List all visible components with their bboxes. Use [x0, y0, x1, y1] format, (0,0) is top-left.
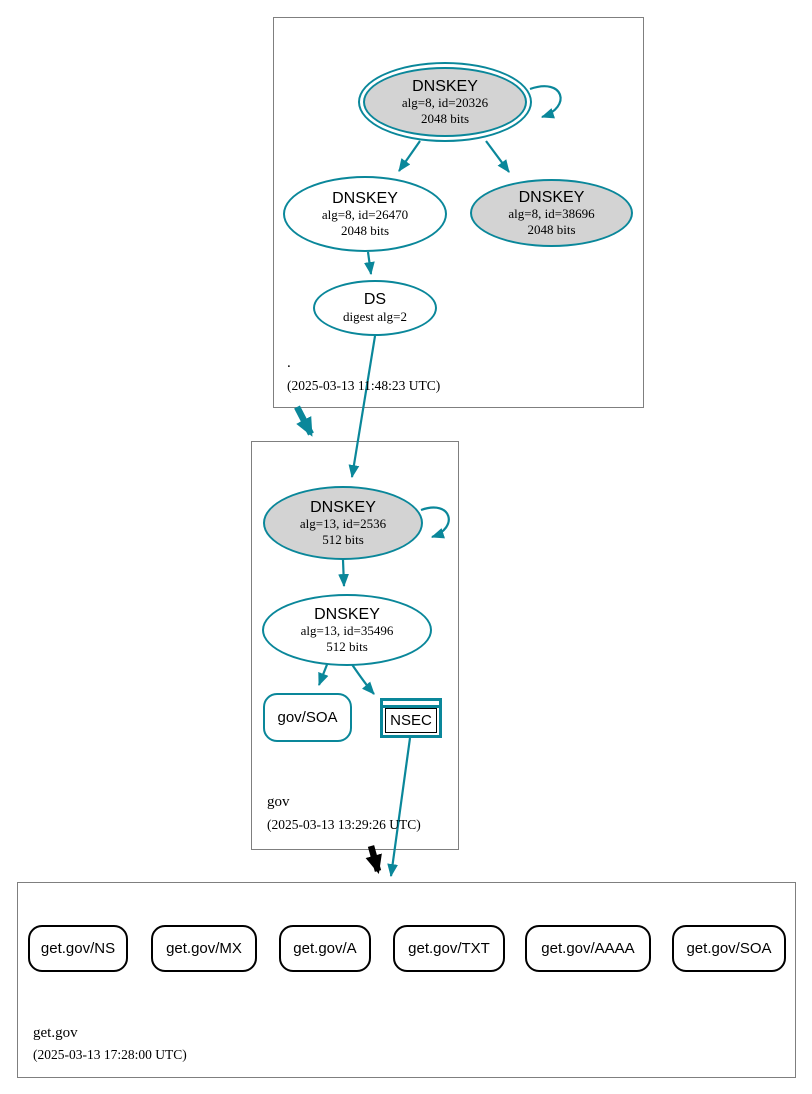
edge-delegation-root-to-gov — [294, 405, 314, 437]
node-label: get.gov/A — [293, 940, 357, 957]
node-detail: alg=8, id=26470 — [321, 207, 409, 223]
node-detail: alg=13, id=35496 — [300, 623, 394, 639]
edge-root-ksk-selfloop — [529, 85, 562, 119]
edge-delegation-gov-to-getgov — [365, 845, 382, 875]
node-detail: digest alg=2 — [342, 309, 408, 324]
edge-nsec-to-getgov — [387, 737, 412, 878]
node-detail: alg=8, id=38696 — [508, 206, 595, 222]
node-gov-nsec[interactable]: NSEC — [380, 698, 442, 738]
node-getgov-aaaa[interactable]: get.gov/AAAA — [525, 925, 651, 972]
node-gov-dnskey-ksk[interactable]: DNSKEY alg=13, id=2536 512 bits — [263, 486, 423, 560]
node-detail: 2048 bits — [527, 221, 576, 237]
node-getgov-mx[interactable]: get.gov/MX — [151, 925, 257, 972]
node-getgov-a[interactable]: get.gov/A — [279, 925, 371, 972]
node-detail: alg=8, id=20326 — [401, 95, 489, 111]
node-label: gov/SOA — [277, 709, 338, 726]
nsec-divider-band — [383, 705, 439, 708]
nsec-top-strip — [383, 701, 439, 705]
node-detail: alg=13, id=2536 — [299, 516, 387, 532]
node-root-dnskey-zsk[interactable]: DNSKEY alg=8, id=26470 2048 bits — [283, 176, 447, 252]
node-detail: 2048 bits — [340, 222, 390, 238]
node-getgov-soa[interactable]: get.gov/SOA — [672, 925, 786, 972]
zone-name-getgov: get.gov — [33, 1025, 78, 1041]
node-title: DS — [363, 291, 387, 309]
node-gov-dnskey-zsk[interactable]: DNSKEY alg=13, id=35496 512 bits — [262, 594, 432, 666]
zone-box-getgov — [17, 882, 796, 1078]
node-label: get.gov/NS — [40, 940, 116, 957]
zone-timestamp-gov: (2025-03-13 13:29:26 UTC) — [267, 817, 421, 832]
node-label: get.gov/SOA — [686, 940, 772, 957]
edge-gov-ksk-selfloop — [420, 506, 450, 539]
edge-gov-ksk-to-zsk — [338, 559, 349, 588]
node-label: get.gov/MX — [166, 940, 242, 957]
node-detail: 512 bits — [322, 531, 364, 547]
node-getgov-txt[interactable]: get.gov/TXT — [393, 925, 505, 972]
node-gov-soa[interactable]: gov/SOA — [263, 693, 352, 742]
zone-timestamp-getgov: (2025-03-13 17:28:00 UTC) — [33, 1047, 187, 1062]
node-root-dnskey-38696[interactable]: DNSKEY alg=8, id=38696 2048 bits — [470, 179, 633, 247]
edge-root-zsk-to-ds — [364, 251, 375, 276]
node-root-ds[interactable]: DS digest alg=2 — [313, 280, 437, 336]
edge-gov-zsk-to-nsec — [350, 662, 375, 695]
zone-timestamp-root: (2025-03-13 11:48:23 UTC) — [287, 378, 441, 393]
edge-gov-zsk-to-soa — [317, 661, 330, 687]
node-title: DNSKEY — [310, 498, 376, 516]
edge-root-ksk-to-key38696 — [485, 140, 510, 173]
node-root-dnskey-ksk[interactable]: DNSKEY alg=8, id=20326 2048 bits — [358, 62, 532, 142]
node-label: NSEC — [390, 712, 432, 729]
node-getgov-ns[interactable]: get.gov/NS — [28, 925, 128, 972]
node-title: DNSKEY — [314, 605, 380, 623]
node-title: DNSKEY — [518, 188, 585, 206]
node-detail: 512 bits — [326, 638, 368, 654]
node-title: DNSKEY — [412, 77, 478, 95]
node-title: DNSKEY — [332, 189, 398, 207]
node-label: get.gov/TXT — [408, 940, 490, 957]
zone-name-root: . — [287, 355, 291, 371]
node-label: get.gov/AAAA — [541, 940, 635, 957]
edge-ds-to-gov-ksk — [348, 335, 377, 479]
edge-root-ksk-to-zsk — [398, 140, 421, 172]
node-detail: 2048 bits — [420, 110, 470, 126]
zone-name-gov: gov — [267, 794, 290, 810]
